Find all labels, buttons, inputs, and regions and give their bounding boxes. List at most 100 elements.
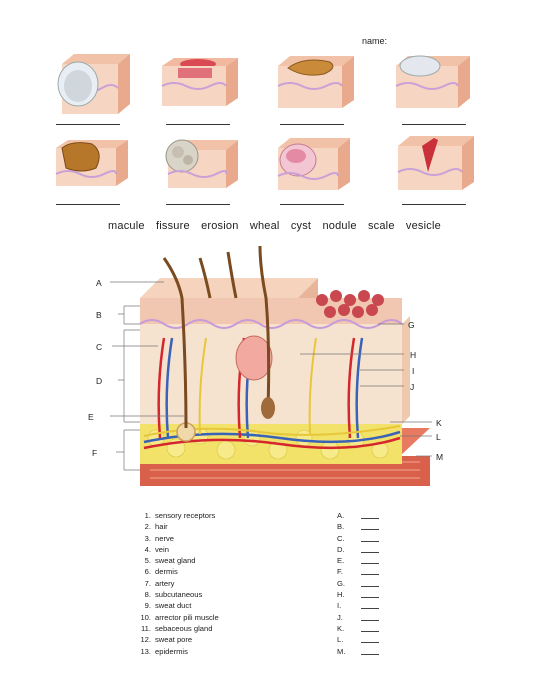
item-number: 2. xyxy=(144,522,151,532)
letter-answer-blank[interactable] xyxy=(361,619,379,621)
letter-answer-blank[interactable] xyxy=(361,630,379,632)
list-item: 4. vein D. xyxy=(137,544,397,555)
lesion-image-7 xyxy=(277,138,350,190)
word-bank-term: erosion xyxy=(201,220,239,232)
item-letter: G. xyxy=(337,578,346,588)
item-letter: F. xyxy=(337,567,343,577)
list-item: 9. sweat duct I. xyxy=(137,600,397,611)
list-item: 5. sweat gland E. xyxy=(137,555,397,566)
item-text: arrector pili muscle xyxy=(155,612,219,622)
item-letter: J. xyxy=(337,612,343,622)
letter-answer-blank[interactable] xyxy=(361,551,379,553)
letter-answer-blank[interactable] xyxy=(361,518,379,519)
item-text: artery xyxy=(155,578,175,588)
letter-answer-blank[interactable] xyxy=(361,597,379,599)
letter-answer-blank[interactable] xyxy=(361,653,379,655)
diagram-label-h: H xyxy=(410,350,417,360)
list-item: 7. artery G. xyxy=(137,578,397,589)
letter-answer-blank[interactable] xyxy=(361,540,379,542)
answer-blank-1[interactable] xyxy=(56,124,120,125)
diagram-label-i: I xyxy=(412,366,415,376)
item-number: 3. xyxy=(144,533,151,543)
lesion-image-1 xyxy=(57,54,130,114)
lesion-image-4 xyxy=(395,55,470,108)
item-text: sensory receptors xyxy=(155,511,216,520)
item-number: 12. xyxy=(140,635,151,645)
word-bank: macule fissure erosion wheal cyst nodule… xyxy=(0,220,549,232)
diagram-label-k: K xyxy=(436,418,442,428)
skin-cross-section-illustration xyxy=(110,245,432,486)
diagram-label-c: C xyxy=(96,342,103,352)
item-text: sweat duct xyxy=(155,601,192,611)
word-bank-term: vesicle xyxy=(405,220,441,232)
item-number: 8. xyxy=(144,590,151,600)
letter-answer-blank[interactable] xyxy=(361,529,379,531)
list-item: 6. dermis F. xyxy=(137,566,397,577)
item-text: sebaceous gland xyxy=(155,623,213,633)
letter-answer-blank[interactable] xyxy=(361,574,379,576)
lesion-image-5 xyxy=(55,140,128,186)
item-text: nerve xyxy=(155,533,174,543)
item-number: 9. xyxy=(144,601,151,611)
list-item: 13. epidermis M. xyxy=(137,646,397,657)
answer-blank-3[interactable] xyxy=(280,124,344,125)
diagram-label-m: M xyxy=(436,452,444,462)
item-letter: D. xyxy=(337,544,345,554)
item-number: 13. xyxy=(140,646,151,656)
lesion-image-8 xyxy=(397,136,474,190)
item-text: vein xyxy=(155,544,169,554)
list-item: 2. hair B. xyxy=(137,521,397,532)
item-letter: C. xyxy=(337,533,345,543)
item-letter: B. xyxy=(337,522,345,532)
item-number: 7. xyxy=(144,578,151,588)
answer-blank-2[interactable] xyxy=(166,124,230,125)
item-letter: M. xyxy=(337,646,346,656)
word-bank-term: macule xyxy=(108,220,145,232)
lesion-image-6 xyxy=(165,139,238,188)
item-number: 6. xyxy=(144,567,151,577)
item-number: 11. xyxy=(141,623,151,633)
letter-answer-blank[interactable] xyxy=(361,563,379,565)
item-number: 5. xyxy=(144,556,151,566)
answer-blank-8[interactable] xyxy=(402,204,466,205)
skin-diagram: A B C D E F G H I J K L M xyxy=(60,238,500,500)
item-letter: I. xyxy=(337,601,342,611)
answer-blank-6[interactable] xyxy=(166,204,230,205)
letter-answer-blank[interactable] xyxy=(361,608,379,610)
diagram-label-b: B xyxy=(96,310,102,320)
item-text: sweat pore xyxy=(155,635,193,645)
list-item: 12. sweat pore L. xyxy=(137,634,397,645)
diagram-label-a: A xyxy=(96,278,102,288)
diagram-label-d: D xyxy=(96,376,103,386)
letter-answer-blank[interactable] xyxy=(361,642,379,644)
item-text: hair xyxy=(155,522,168,532)
answer-blank-7[interactable] xyxy=(280,204,344,205)
item-letter: L. xyxy=(337,635,344,645)
list-item: 1. sensory receptors A. xyxy=(137,510,397,521)
diagram-label-g: G xyxy=(408,320,415,330)
diagram-label-f: F xyxy=(92,448,98,458)
name-label: name: xyxy=(362,36,388,46)
answer-blank-5[interactable] xyxy=(56,204,120,205)
word-bank-term: wheal xyxy=(249,220,280,232)
item-letter: H. xyxy=(337,590,345,600)
word-bank-term: nodule xyxy=(322,220,357,232)
item-text: epidermis xyxy=(155,646,188,656)
letter-answer-blank[interactable] xyxy=(361,585,379,587)
item-letter: E. xyxy=(337,556,345,566)
item-number: 1. xyxy=(144,511,151,520)
diagram-label-e: E xyxy=(88,412,94,422)
item-number: 10. xyxy=(140,612,151,622)
item-number: 4. xyxy=(144,544,151,554)
word-bank-term: fissure xyxy=(155,220,190,232)
item-text: sweat gland xyxy=(155,556,196,566)
answer-blank-4[interactable] xyxy=(402,124,466,125)
diagram-label-j: J xyxy=(410,382,415,392)
structure-list: 1. sensory receptors A. 2. hair B. 3. nerve C.… xyxy=(137,510,397,657)
lesion-image-2 xyxy=(161,58,238,106)
item-text: dermis xyxy=(155,567,178,577)
item-letter: A. xyxy=(337,511,345,520)
word-bank-term: scale xyxy=(367,220,395,232)
word-bank-term: cyst xyxy=(290,220,312,232)
